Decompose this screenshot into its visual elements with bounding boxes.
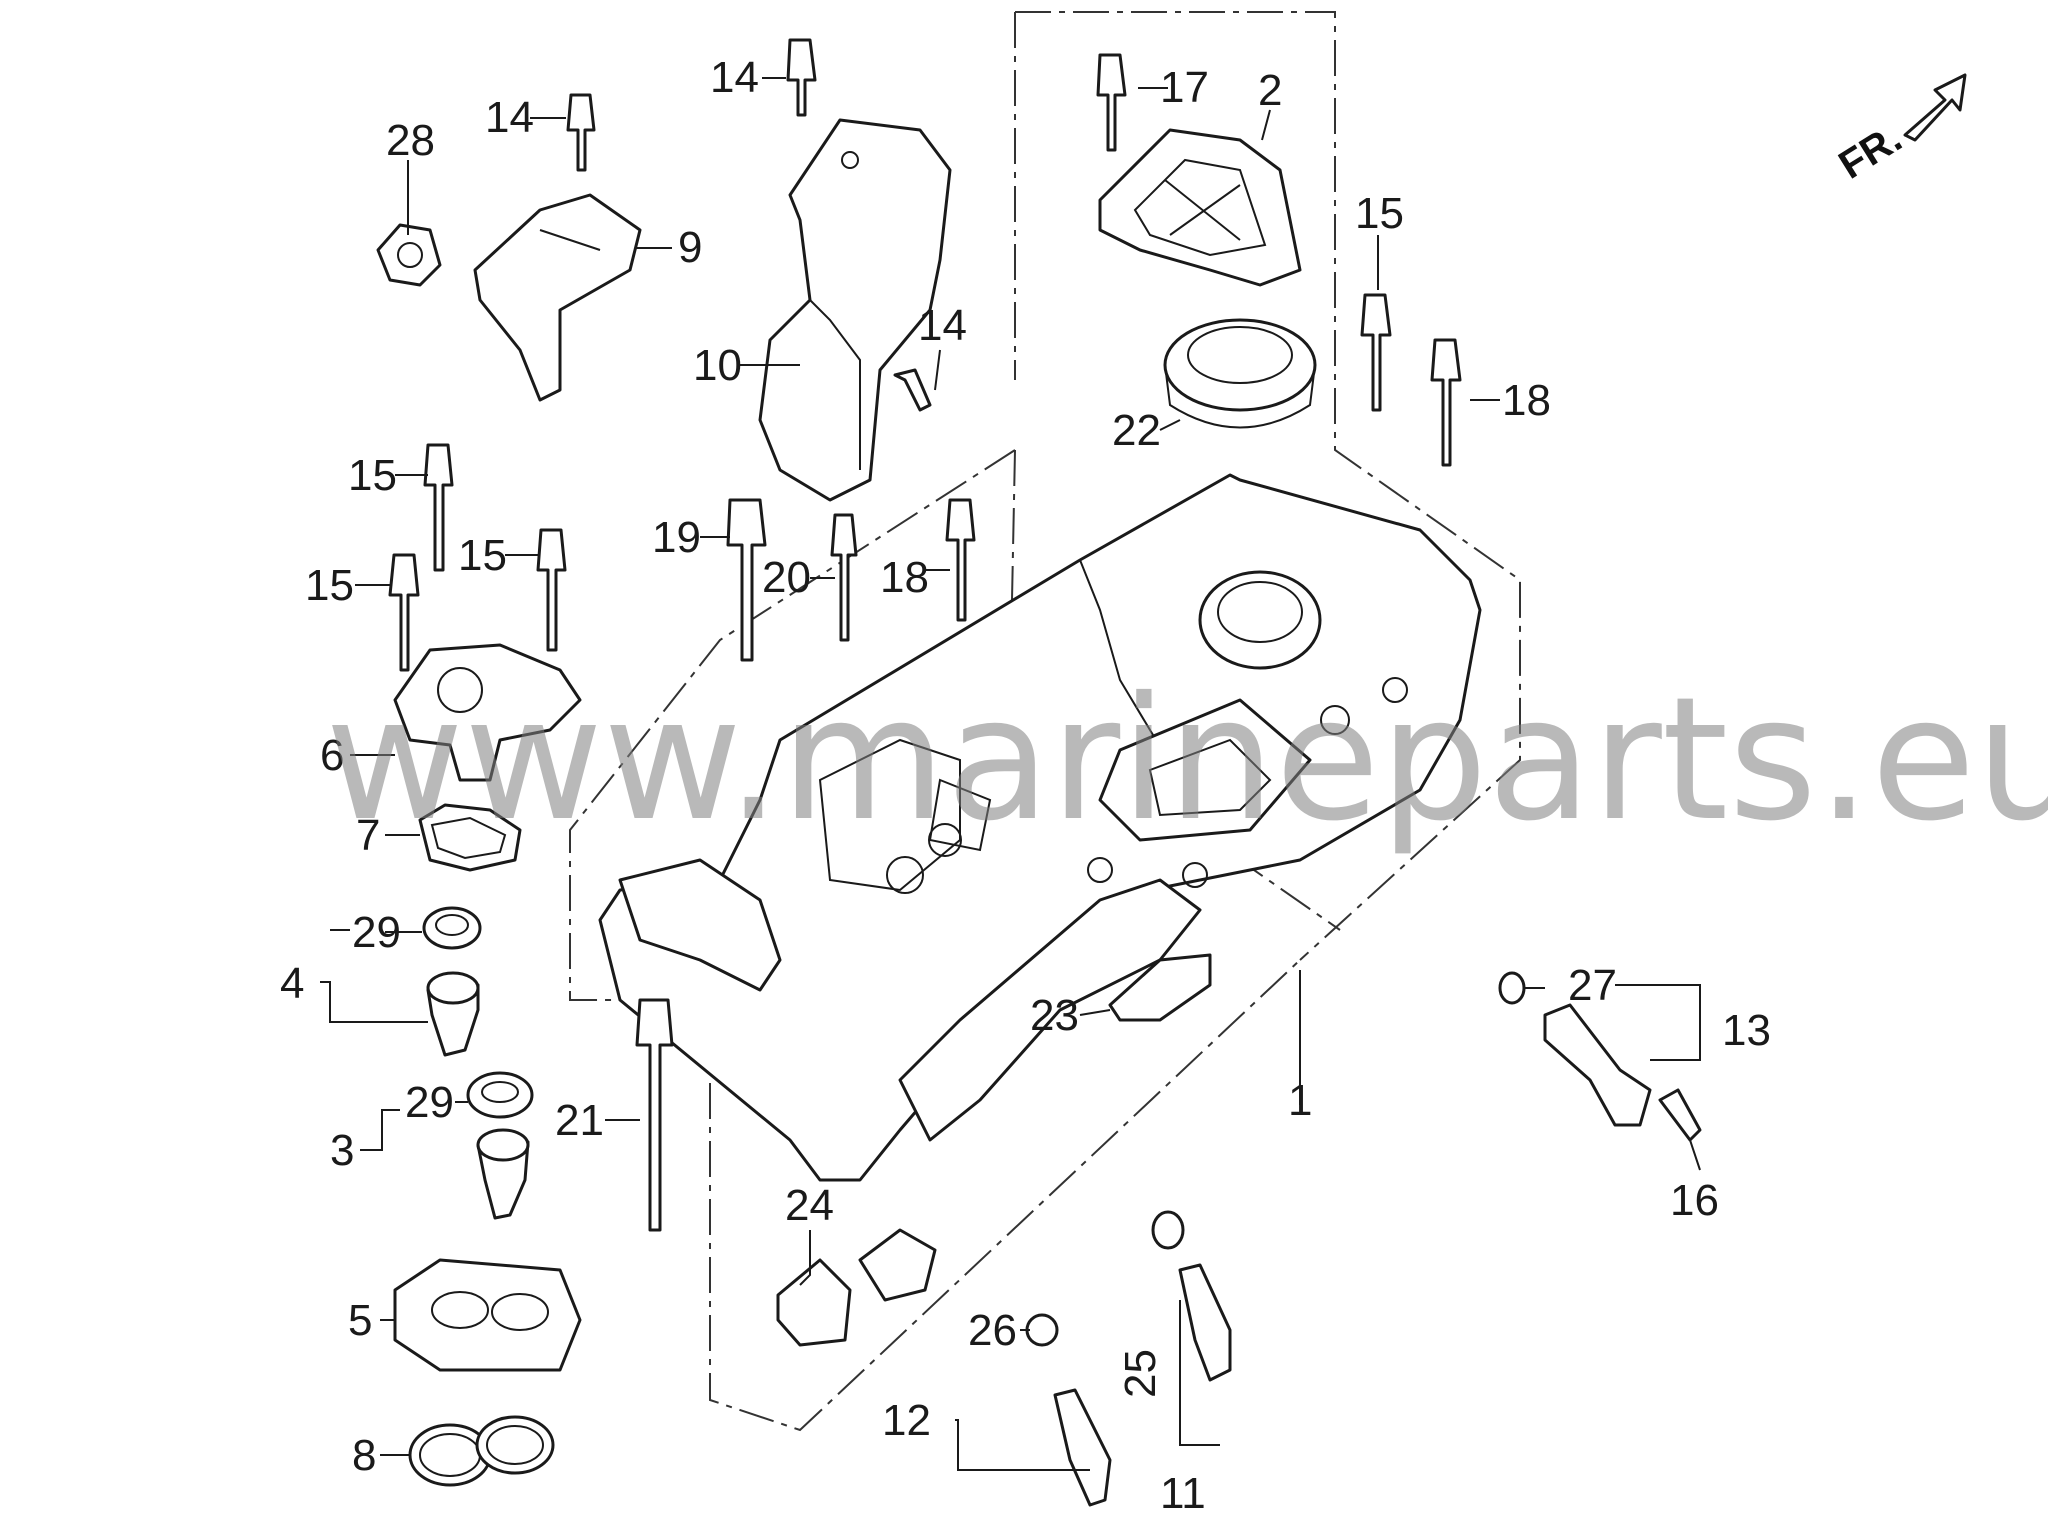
callout-22: 22: [1112, 406, 1161, 455]
callout-11: 11: [1160, 1469, 1206, 1518]
sensor-part-12: [1025, 1313, 1112, 1507]
callout-12: 12: [882, 1396, 931, 1445]
callout-20: 20: [762, 553, 811, 602]
callout-29b: 29: [405, 1078, 454, 1127]
callout-2: 2: [1258, 66, 1282, 115]
valve-part-4: [422, 906, 482, 1057]
callout-23: 23: [1030, 991, 1079, 1040]
sensor-part-11: [1151, 1210, 1232, 1382]
gasket-part-23: [1108, 953, 1212, 1022]
callout-26: 26: [968, 1306, 1017, 1355]
callout-14a: 14: [710, 53, 759, 102]
callout-19: 19: [652, 513, 701, 562]
callout-5: 5: [348, 1296, 372, 1345]
callout-15a: 15: [1355, 189, 1404, 238]
callout-7: 7: [356, 811, 380, 860]
callout-28: 28: [386, 116, 435, 165]
callout-24: 24: [785, 1181, 834, 1230]
o-rings-part-8: [408, 1415, 555, 1487]
bracket-part-9: [473, 193, 642, 402]
front-direction-label: FR.: [1831, 116, 1909, 187]
callout-14b: 14: [485, 93, 534, 142]
callout-13: 13: [1722, 1006, 1771, 1055]
main-housing-part-1: [598, 473, 1482, 1182]
callout-1: 1: [1288, 1076, 1312, 1125]
callout-18a: 18: [1502, 376, 1551, 425]
leader-lines: [320, 77, 1701, 1471]
callout-21: 21: [555, 1096, 604, 1145]
valve-part-3: [466, 1071, 534, 1220]
callout-16: 16: [1670, 1176, 1719, 1225]
callout-8: 8: [352, 1431, 376, 1480]
callout-4: 4: [280, 959, 304, 1008]
gasket-part-7: [418, 803, 522, 872]
callout-15b: 15: [348, 451, 397, 500]
bolts: [388, 38, 1702, 1232]
callout-9: 9: [678, 223, 702, 272]
callout-25: 25: [1116, 1349, 1165, 1398]
bracket-part-10: [758, 118, 952, 502]
watermark-text: www.marineparts.eu: [325, 661, 2048, 859]
clip-part-28: [376, 223, 442, 287]
gasket-part-24: [776, 1228, 937, 1347]
callout-27: 27: [1568, 961, 1617, 1010]
cover-part-2: [1098, 128, 1302, 287]
callout-numbers: 1 2 3 4 5 6 7 8 9 10 11 12 13 14 14 14 1…: [280, 53, 1771, 1518]
callout-15c: 15: [305, 561, 354, 610]
callout-10: 10: [693, 341, 742, 390]
callout-15d: 15: [458, 531, 507, 580]
callout-14c: 14: [918, 301, 967, 350]
sensor-part-13: [1498, 971, 1652, 1127]
thermostat-housing-part-6: [393, 643, 582, 782]
callout-17: 17: [1160, 63, 1209, 112]
front-direction-arrow-icon: FR.: [1831, 73, 1967, 188]
callout-3: 3: [330, 1126, 354, 1175]
plate-part-5: [393, 1258, 582, 1372]
callout-29a: 29: [352, 908, 401, 957]
callout-18b: 18: [880, 553, 929, 602]
callout-6: 6: [320, 731, 344, 780]
seal-part-22: [1163, 318, 1317, 429]
